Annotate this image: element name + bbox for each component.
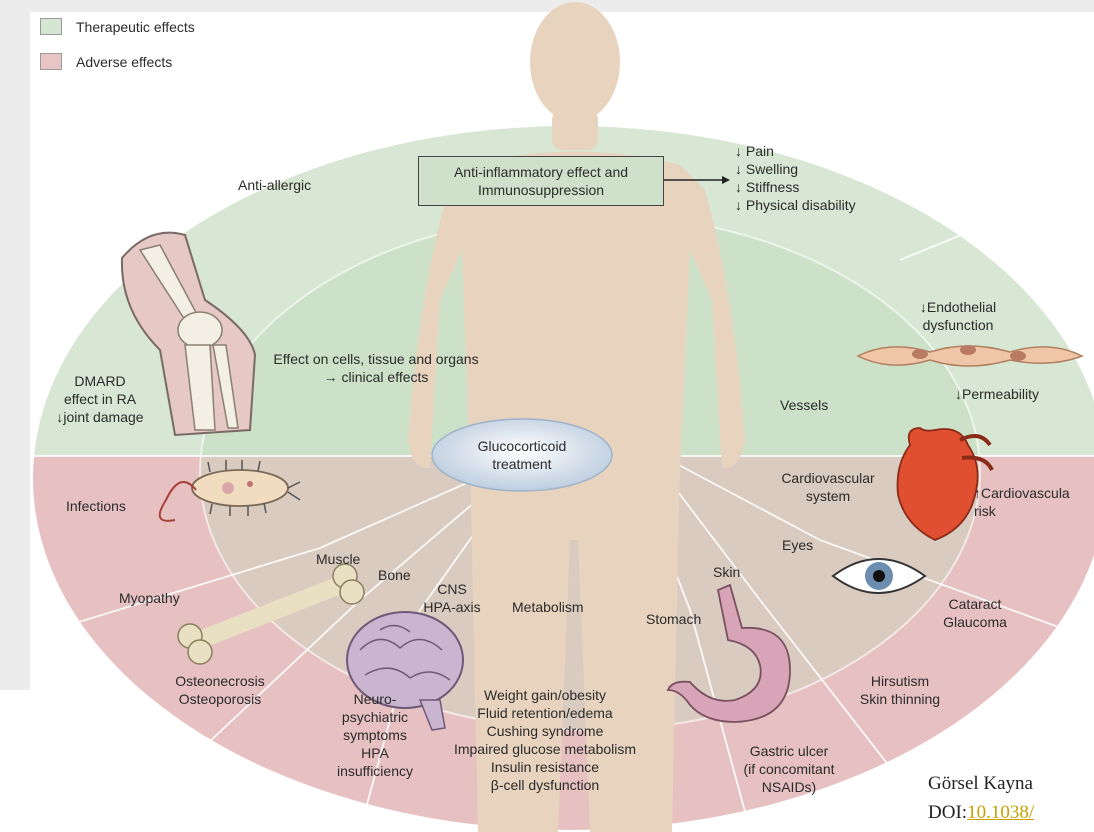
anti-inflammatory-label: Anti-inflammatory effect and Immunosuppr… bbox=[419, 163, 663, 199]
cardiovascular-risk-label: ↑Cardiovascula risk bbox=[974, 484, 1070, 520]
muscle-label: Muscle bbox=[316, 550, 360, 568]
legend-adverse-label: Adverse effects bbox=[76, 54, 172, 70]
therapeutic-swatch bbox=[40, 18, 62, 35]
anti-inflammatory-box: Anti-inflammatory effect and Immunosuppr… bbox=[418, 156, 664, 206]
vessels-label: Vessels bbox=[780, 396, 828, 414]
endothelial-cells bbox=[858, 345, 1082, 366]
endothelial-label: ↓Endothelial dysfunction bbox=[888, 298, 1028, 334]
cns-hpa-label: CNS HPA-axis bbox=[412, 580, 492, 616]
skin-label: Skin bbox=[713, 563, 740, 581]
infections-label: Infections bbox=[66, 497, 126, 515]
gastric-ulcer-label: Gastric ulcer (if concomitant NSAIDs) bbox=[724, 742, 854, 796]
cardiovascular-system-label: Cardiovascular system bbox=[758, 469, 898, 505]
left-margin-strip bbox=[0, 0, 30, 690]
bone-label: Bone bbox=[378, 566, 411, 584]
image-source-line: Görsel Kayna bbox=[928, 773, 1033, 795]
eye-effects-label: Cataract Glaucoma bbox=[920, 595, 1030, 631]
legend-adverse: Adverse effects bbox=[40, 53, 172, 70]
cells-tissue-organs-label: Effect on cells, tissue and organs → cli… bbox=[256, 350, 496, 386]
doi-link[interactable]: 10.1038/ bbox=[967, 802, 1034, 823]
top-margin-strip bbox=[0, 0, 1094, 12]
doi-prefix: DOI: bbox=[928, 802, 967, 823]
neuropsychiatric-label: Neuro- psychiatric symptoms HPA insuffic… bbox=[320, 690, 430, 780]
permeability-label: ↓Permeability bbox=[955, 385, 1039, 403]
skin-effects-label: Hirsutism Skin thinning bbox=[830, 672, 970, 708]
osteo-label: Osteonecrosis Osteoporosis bbox=[150, 672, 290, 708]
adverse-swatch bbox=[40, 53, 62, 70]
metabolic-effects-label: Weight gain/obesity Fluid retention/edem… bbox=[430, 686, 660, 794]
legend-therapeutic-label: Therapeutic effects bbox=[76, 19, 195, 35]
glucocorticoid-treatment-label: Glucocorticoid treatment bbox=[460, 437, 584, 473]
clinical-outcomes: ↓ Pain ↓ Swelling ↓ Stiffness ↓ Physical… bbox=[735, 142, 856, 214]
myopathy-label: Myopathy bbox=[119, 589, 180, 607]
legend-therapeutic: Therapeutic effects bbox=[40, 18, 195, 35]
eyes-label: Eyes bbox=[782, 536, 813, 554]
dmard-label: DMARD effect in RA ↓joint damage bbox=[30, 372, 170, 426]
stomach-label: Stomach bbox=[646, 610, 701, 628]
doi-line: DOI:10.1038/ bbox=[928, 802, 1034, 824]
anti-allergic-label: Anti-allergic bbox=[238, 176, 311, 194]
metabolism-label: Metabolism bbox=[512, 598, 584, 616]
